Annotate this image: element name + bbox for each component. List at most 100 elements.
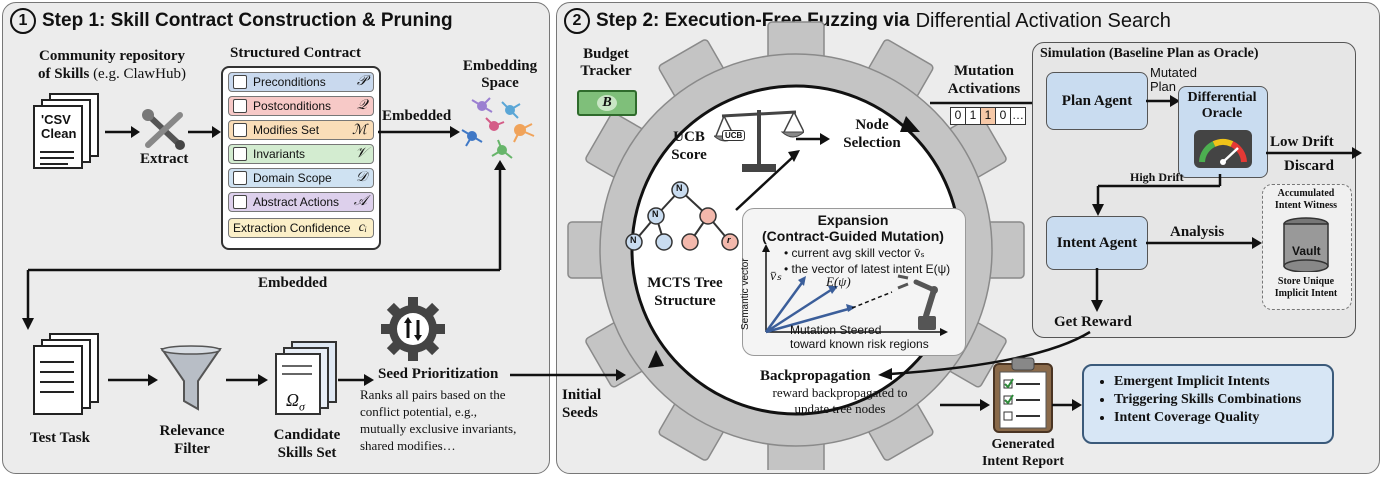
preconditions-icon — [233, 75, 247, 89]
step2-number-icon: 2 — [564, 8, 590, 34]
expansion-title: Expansion (Contract-Guided Mutation) — [762, 212, 944, 244]
mcts-label: MCTS Tree Structure — [647, 275, 723, 309]
discard-label: Discard — [1284, 158, 1334, 174]
arrow-node-expansion — [735, 150, 800, 211]
step1-title-text: Step 1: Skill Contract Construction & Pr… — [42, 10, 453, 31]
steered-label: Mutation Steered toward known risk regio… — [790, 323, 929, 351]
expansion-bullet-2: • the vector of latest intent E(ψ) — [784, 262, 951, 276]
low-drift-label: Low Drift — [1270, 134, 1334, 150]
store-unique-label: Store Unique Implicit Intent — [1274, 276, 1338, 299]
candidate-docs-icon — [275, 341, 337, 415]
semantic-vector-label: Semantic vector — [740, 258, 751, 330]
step2-title: 2 Step 2: Execution-Free Fuzzing via Dif… — [564, 8, 1171, 34]
domain-scope-icon — [233, 171, 247, 185]
seed-prioritization-desc: Ranks all pairs based on the conflict po… — [360, 387, 517, 453]
vault-label: Vault — [1292, 244, 1321, 258]
step2-title-text: Step 2: Execution-Free Fuzzing via — [596, 10, 910, 31]
arrow-report-list — [1052, 399, 1082, 411]
contract-title: Structured Contract — [230, 45, 361, 61]
analysis-label: Analysis — [1170, 224, 1225, 240]
extract-label: Extract — [140, 151, 189, 167]
test-task-label: Test Task — [30, 430, 90, 446]
backprop-title: Backpropagation — [760, 368, 871, 384]
node-selection-label: Node Selection — [843, 117, 901, 151]
mcts-tree-icon — [625, 181, 739, 251]
test-task-docs-icon — [33, 333, 99, 415]
report-summary: Emergent Implicit Intents Triggering Ski… — [1082, 364, 1334, 444]
budget-b-label: B — [597, 95, 617, 111]
embedded-loop-arrow — [22, 160, 506, 330]
budget-bill-icon: B — [577, 90, 637, 116]
tree-node-n3: N — [630, 235, 637, 245]
postconditions-icon — [233, 99, 247, 113]
candidate-skills-label: Candidate Skills Set — [273, 427, 341, 461]
get-reward-label: Get Reward — [1054, 314, 1132, 330]
arrow-docs-extract — [105, 126, 140, 138]
omega-sigma-label: Ωσ — [286, 390, 305, 414]
funnel-icon — [160, 345, 222, 411]
arrow-filter-candidates — [226, 374, 268, 386]
vs-label: v̄ₛ — [770, 269, 782, 284]
embedding-space-label: Embedding Space — [462, 58, 538, 91]
seed-gear-icon — [381, 297, 445, 361]
tree-node-n1: N — [676, 183, 683, 193]
tree-node-r: r — [727, 235, 731, 245]
arrow-reward-backprop — [878, 330, 1091, 380]
embedding-cluster-icon — [461, 97, 535, 159]
doc-text: 'CSV Clean — [41, 112, 77, 141]
simulation-title: Simulation (Baseline Plan as Oracle) — [1040, 46, 1259, 61]
bit-vector: 0 1 1 0 … — [950, 107, 1026, 125]
vector-plot — [762, 244, 948, 336]
tree-node-n2: N — [652, 209, 659, 219]
ucb-tag: UCB — [722, 130, 746, 141]
arrow-oracle-intent — [1092, 174, 1222, 216]
arrow-contract-embedding — [378, 126, 460, 138]
report-item: Intent Coverage Quality — [1114, 410, 1332, 426]
initial-seeds-label: Initial Seeds — [562, 387, 602, 421]
arrow-backprop-report — [940, 399, 990, 411]
arrow-oracle-discard — [1266, 147, 1362, 159]
skills-docs-icon — [33, 93, 99, 169]
report-item: Triggering Skills Combinations — [1114, 392, 1332, 408]
arrow-ucb-node — [796, 133, 830, 145]
clipboard-icon — [993, 357, 1053, 433]
gauge-icon — [1194, 130, 1252, 168]
invariants-icon — [233, 147, 247, 161]
arrow-intent-reward — [1091, 268, 1103, 312]
budget-tracker-label: Budget Tracker — [580, 46, 632, 79]
wrench-icon — [142, 109, 185, 150]
step2-title-text-b: Differential Activation Search — [915, 9, 1171, 32]
mutation-activations-label: Mutation Activations — [947, 63, 1021, 97]
high-drift-label: High Drift — [1130, 170, 1184, 184]
modifies-icon — [233, 123, 247, 137]
ucb-score-label: UCB Score — [671, 129, 707, 163]
arrow-plan-oracle — [1146, 95, 1180, 107]
step1-title: 1 Step 1: Skill Contract Construction & … — [10, 8, 453, 34]
seed-prioritization-title: Seed Prioritization — [378, 366, 499, 382]
backprop-desc: reward backpropagated to update tree nod… — [772, 385, 908, 416]
intent-agent-box: Intent Agent — [1046, 216, 1148, 270]
arrow-intent-vault — [1146, 237, 1262, 249]
arrow-task-filter — [108, 374, 158, 386]
e-psi-label: E(ψ) — [826, 274, 851, 289]
embedded-label-bottom: Embedded — [258, 275, 328, 291]
embedded-label-top: Embedded — [382, 108, 452, 124]
plan-agent-box: Plan Agent — [1046, 72, 1148, 130]
abstract-actions-icon — [233, 195, 247, 209]
expansion-bullet-1: • current avg skill vector v̄ₛ — [784, 246, 925, 260]
relevance-filter-label: Relevance Filter — [159, 423, 225, 457]
mutated-plan-label: Mutated Plan — [1150, 65, 1197, 94]
arrow-extract-contract — [188, 126, 221, 138]
generated-report-label: Generated Intent Report — [981, 437, 1065, 469]
step1-number-icon: 1 — [10, 8, 36, 34]
accumulated-label: Accumulated Intent Witness — [1274, 188, 1338, 211]
arrow-candidates-seed — [338, 374, 374, 386]
